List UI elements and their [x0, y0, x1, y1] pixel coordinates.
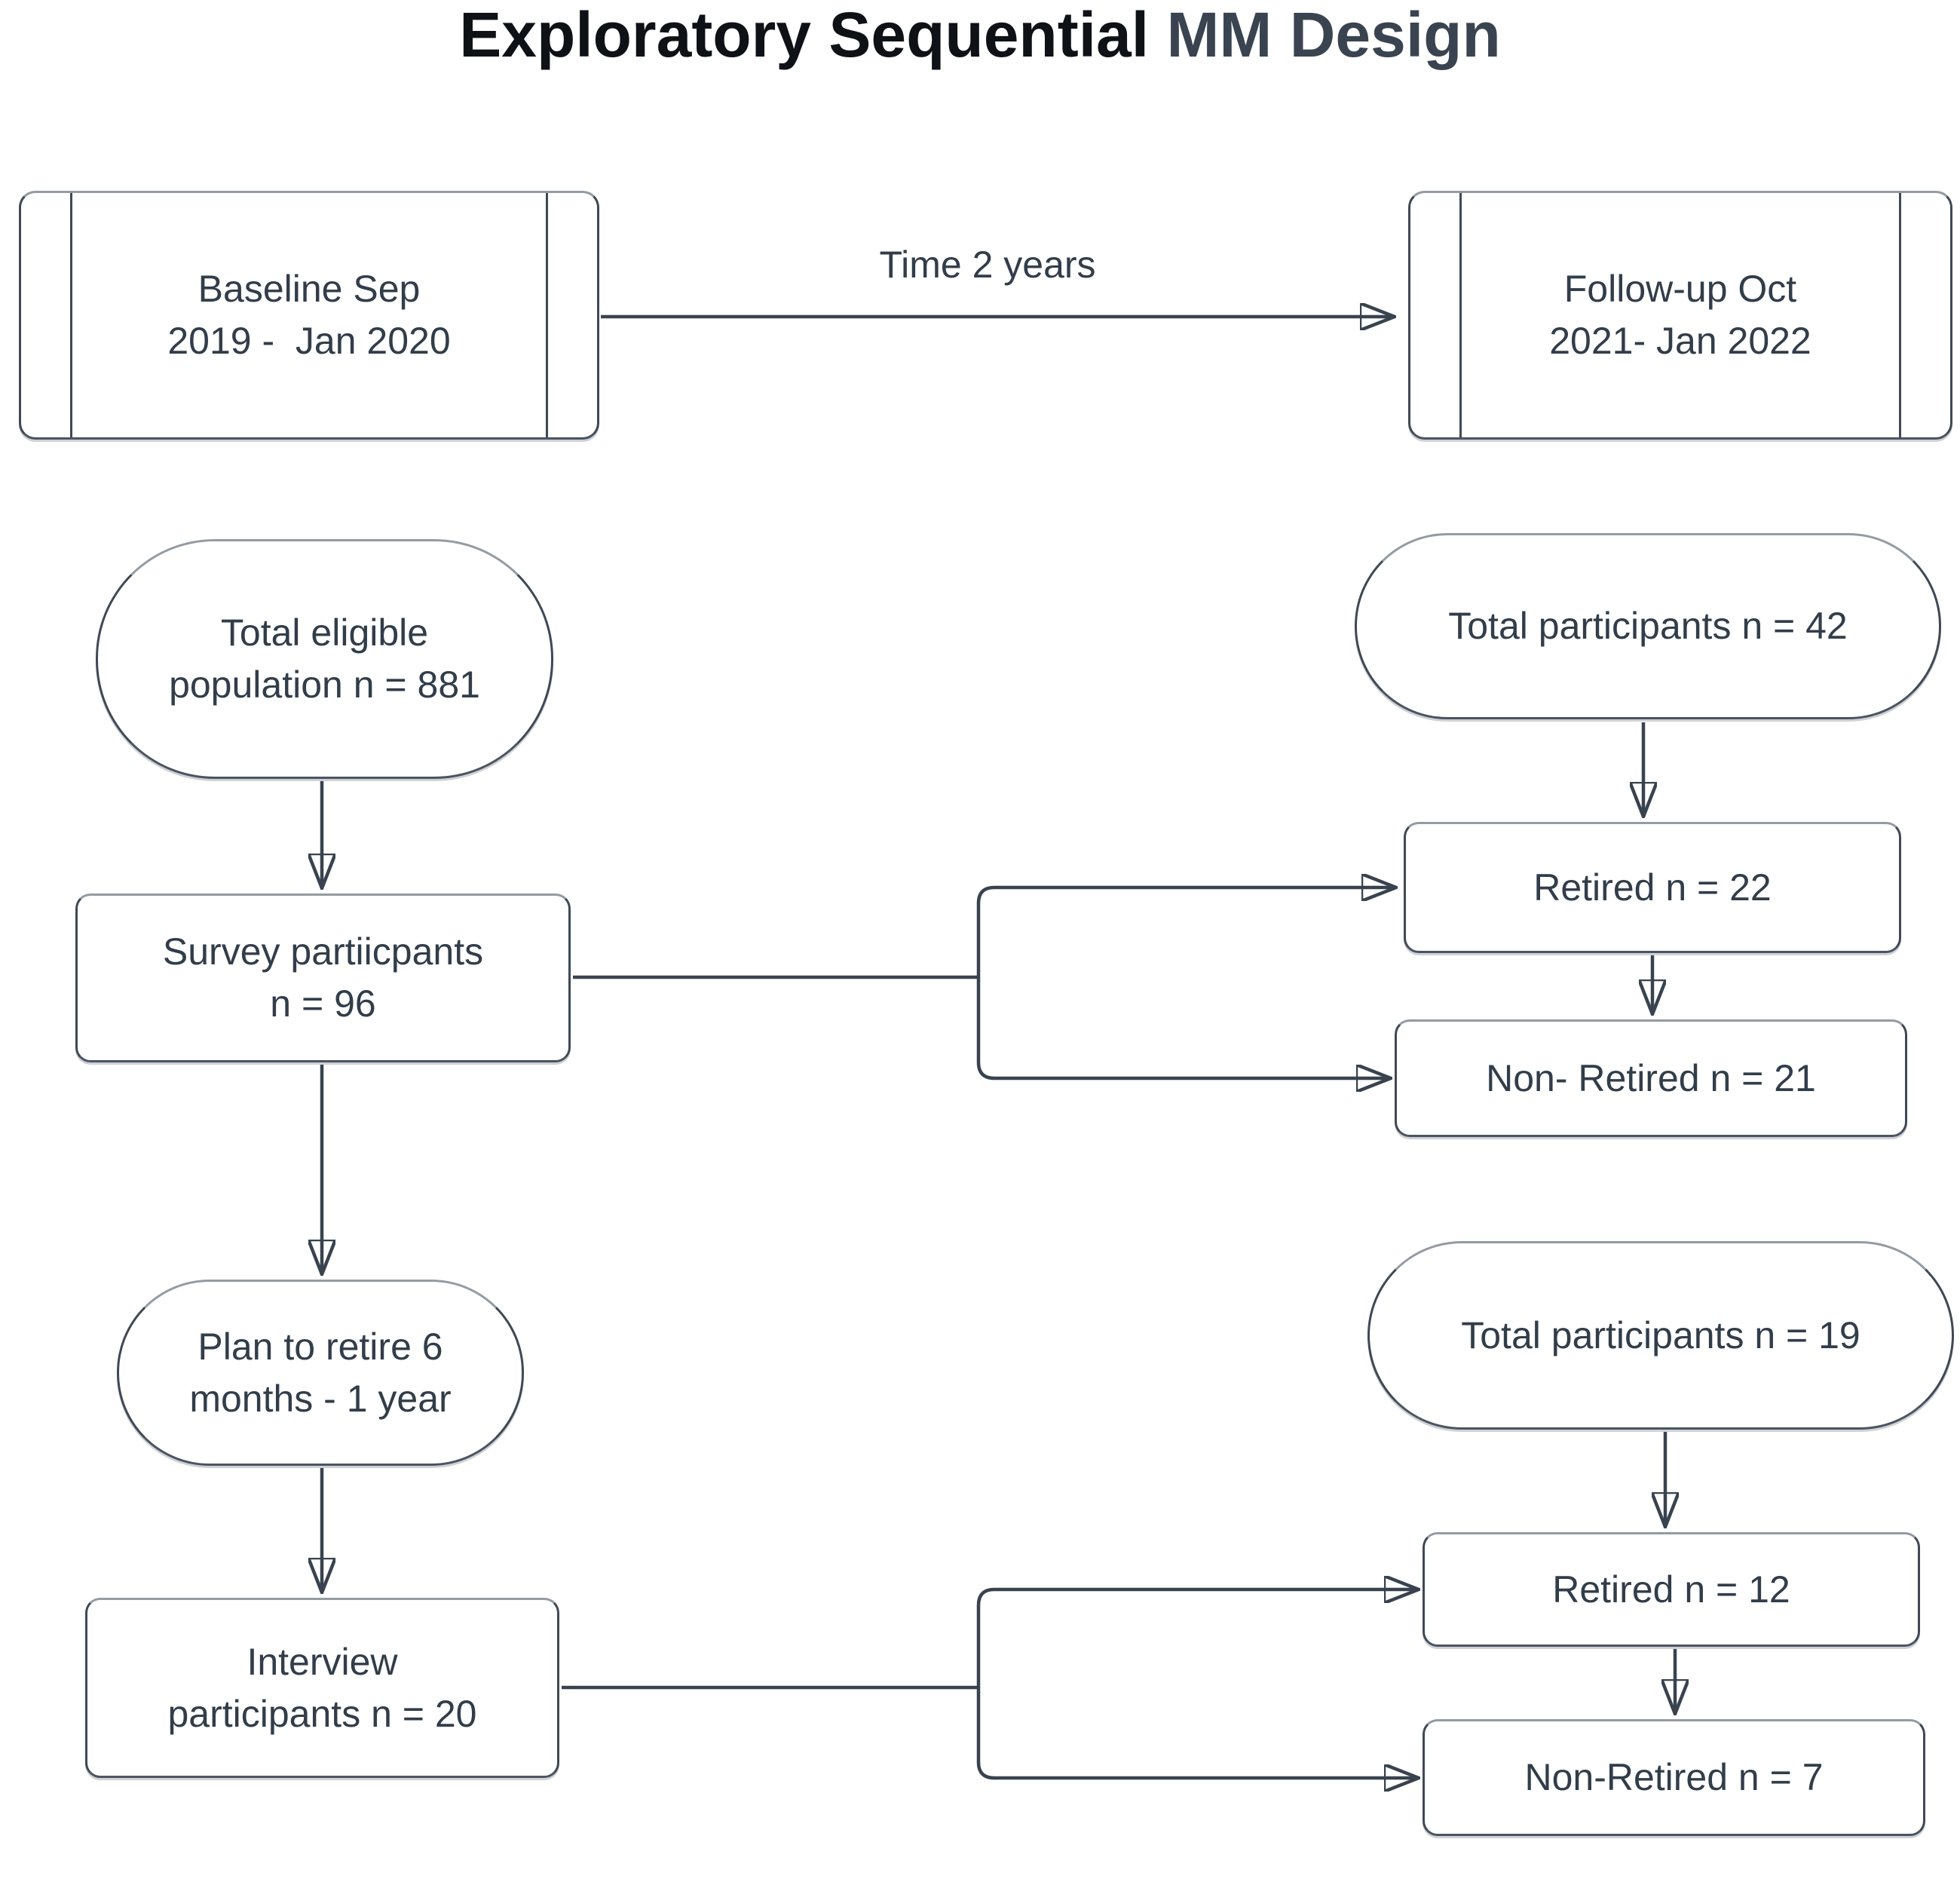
node-baseline-label: Baseline Sep 2019 - Jan 2020: [167, 268, 451, 362]
process-divider-left: [70, 193, 72, 437]
diagram-title: Exploratory Sequential MM Design: [0, 2, 1960, 68]
node-followup-period: Follow-up Oct 2021- Jan 2022: [1408, 191, 1952, 440]
node-retired22-label: Retired n = 22: [1533, 866, 1772, 909]
edge-interview-branch-to-retired12: [976, 1589, 1417, 1687]
node-total19-label: Total participants n = 19: [1461, 1313, 1860, 1356]
node-nonretired-21: Non- Retired n = 21: [1395, 1019, 1907, 1137]
node-total-participants-19: Total participants n = 19: [1367, 1241, 1954, 1430]
node-nonretired-7: Non-Retired n = 7: [1423, 1719, 1925, 1836]
node-interview-participants: Interview participants n = 20: [85, 1598, 559, 1778]
node-retired12-label: Retired n = 12: [1552, 1568, 1790, 1611]
time-arrow-label: Time 2 years: [879, 244, 1096, 286]
process-divider-right: [546, 193, 548, 437]
node-nonretired7-label: Non-Retired n = 7: [1524, 1756, 1824, 1798]
edge-survey-branch-to-retired22: [976, 887, 1395, 977]
diagram-title-primary: Exploratory Sequential: [459, 0, 1150, 70]
edge-interview-branch-to-nonretired7: [976, 1687, 1417, 1778]
node-retired-12: Retired n = 12: [1423, 1532, 1920, 1647]
node-total-eligible-label: Total eligible population n = 881: [169, 612, 480, 706]
node-followup-label: Follow-up Oct 2021- Jan 2022: [1549, 268, 1811, 362]
node-plan-to-retire: Plan to retire 6 months - 1 year: [117, 1280, 524, 1466]
process-divider-left: [1459, 193, 1462, 437]
node-retired-22: Retired n = 22: [1404, 822, 1901, 953]
node-total42-label: Total participants n = 42: [1448, 605, 1848, 647]
node-survey-label: Survey partiicpants n = 96: [162, 930, 484, 1025]
diagram-title-accent: MM Design: [1149, 0, 1501, 70]
node-nonretired21-label: Non- Retired n = 21: [1486, 1056, 1816, 1099]
edge-survey-branch-to-nonretired21: [976, 977, 1389, 1078]
node-interview-label: Interview participants n = 20: [167, 1640, 477, 1735]
node-plan-label: Plan to retire 6 months - 1 year: [189, 1325, 452, 1420]
node-total-participants-42: Total participants n = 42: [1355, 533, 1941, 719]
node-total-eligible-population: Total eligible population n = 881: [96, 539, 553, 779]
node-baseline-period: Baseline Sep 2019 - Jan 2020: [19, 191, 599, 440]
process-divider-right: [1899, 193, 1901, 437]
node-survey-participants: Survey partiicpants n = 96: [75, 894, 571, 1062]
